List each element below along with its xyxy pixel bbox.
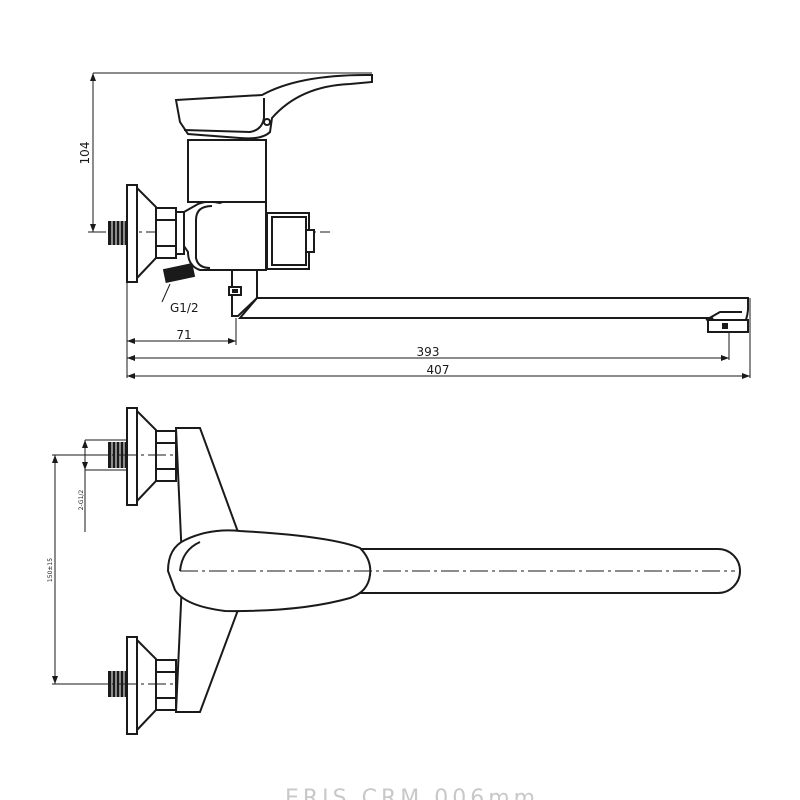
dim-label-407: 407: [427, 363, 450, 377]
thread-label: G1/2: [170, 301, 199, 315]
dim-label-104: 104: [78, 142, 92, 165]
inlet-thread: [108, 221, 127, 245]
lever-handle: [174, 73, 373, 140]
leader-line: [161, 283, 171, 303]
watermark: ERIS CRM 006mm: [285, 786, 539, 800]
wall-flange: [126, 184, 138, 283]
lower-inlet: [90, 636, 180, 735]
g12-thread: [162, 263, 196, 283]
dim-label-71: 71: [176, 328, 191, 342]
dim-label-393: 393: [417, 345, 440, 359]
top-view: 150±15 2-G1/2: [47, 407, 741, 735]
spout-swivel: [231, 269, 258, 317]
cartridge-housing: [187, 139, 267, 203]
upper-inlet: [90, 407, 180, 506]
spout-pipe: [237, 297, 749, 333]
arrowhead: [90, 224, 96, 232]
eccentric-nut: [155, 207, 177, 259]
thread-pair-label: 2-G1/2: [78, 490, 85, 511]
side-view: 104 G1/2 71 393 407: [78, 72, 751, 379]
flange-cone: [136, 187, 157, 279]
spacing-label: 150±15: [47, 558, 54, 582]
arrowhead: [90, 73, 96, 81]
